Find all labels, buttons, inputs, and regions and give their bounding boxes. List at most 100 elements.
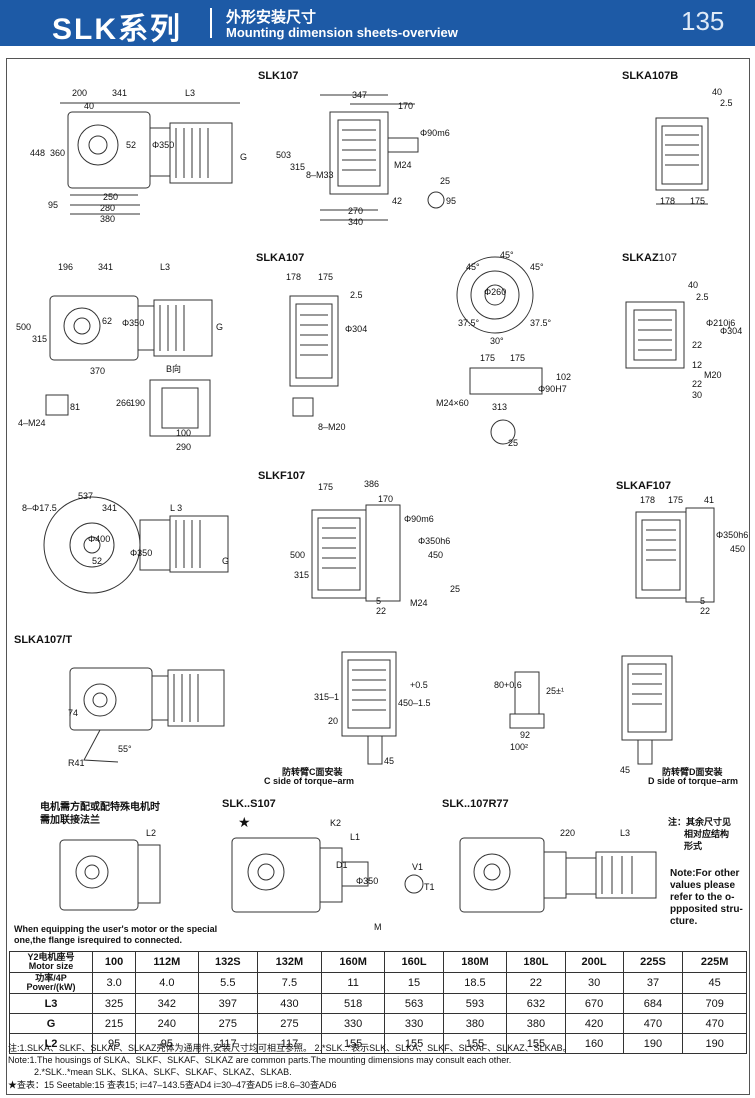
dim: 341: [112, 88, 128, 98]
dim: Φ350: [152, 140, 175, 150]
power-cell: 37: [622, 972, 684, 994]
dim: 315: [32, 334, 48, 344]
dim: 537: [78, 491, 94, 501]
dim: 175: [690, 196, 706, 206]
dim: 315: [294, 570, 310, 580]
header-en: Motor size: [28, 961, 74, 971]
dim: 448: [30, 148, 46, 158]
dim: L2: [146, 828, 157, 838]
dim: 175: [510, 353, 526, 363]
title-slkaf107: SLKAF107: [616, 480, 672, 492]
power-cell: 5.5: [197, 972, 259, 994]
table-cell: 342: [135, 993, 199, 1014]
dim: 102: [556, 372, 572, 382]
dim: 25±¹: [546, 686, 564, 696]
drawing-slk107r77: [459, 837, 657, 913]
drawing-slkaz107: [625, 301, 685, 369]
motor-size-cell: 180M: [442, 951, 508, 973]
drawing-d-side: [621, 655, 673, 765]
page-header: SLK系列 外形安装尺寸 Mounting dimension sheets-o…: [0, 0, 755, 46]
title-slk107: SLK107: [258, 70, 299, 82]
dim: 450–1.5: [398, 698, 431, 708]
drawing-slk107-side: [60, 102, 240, 215]
dim: 40: [84, 101, 95, 111]
dim: 5: [700, 596, 706, 606]
dim: 30°: [490, 336, 504, 346]
dim: 178: [640, 495, 656, 505]
dim: 45°: [530, 262, 544, 272]
note-other-en5: cture.: [670, 916, 698, 927]
dim: M24×60: [436, 398, 469, 408]
dim: 175: [668, 495, 684, 505]
dim: Φ350: [122, 318, 145, 328]
dim: 315: [290, 162, 306, 172]
drawing-slka107b: [655, 117, 709, 205]
dim: G: [240, 152, 248, 162]
label-c-side-en: C side of torque–arm: [264, 776, 355, 786]
header-title-cn: 外形安装尺寸: [226, 9, 317, 26]
motor-size-cell: 132S: [197, 951, 259, 973]
title-slkf107: SLKF107: [258, 470, 306, 482]
table-cell: 275: [197, 1013, 259, 1034]
drawing-slkaf107: [635, 507, 715, 603]
dim: Φ350h6: [418, 536, 451, 546]
technical-drawings: [43, 94, 715, 913]
note-other-en3: refer to the o-: [670, 892, 735, 903]
title-slka107: SLKA107: [256, 252, 305, 264]
dim: 370: [90, 366, 106, 376]
dim: 360: [50, 148, 66, 158]
table-cell: 470: [622, 1013, 684, 1034]
motor-flange-cn1: 电机需方配或配特殊电机时: [40, 802, 160, 813]
dim: 95: [446, 196, 457, 206]
dim: M20: [704, 370, 722, 380]
power-cell: 15: [384, 972, 444, 994]
label-c-side-cn: 防转臂C面安装: [282, 767, 343, 777]
dim: 450: [428, 550, 444, 560]
label-d-side-cn: 防转臂D面安装: [662, 767, 723, 777]
dim: 290: [176, 442, 192, 452]
dim: 80+0.6: [494, 680, 522, 690]
dim: 170: [378, 494, 394, 504]
page-number: 135: [681, 6, 725, 36]
dim: 52: [92, 556, 103, 566]
header-title-en: Mounting dimension sheets-overview: [226, 25, 458, 40]
dim: M: [374, 922, 382, 932]
dim: 22: [700, 606, 711, 616]
dim: 2.5: [720, 98, 733, 108]
note-other-cn3: 形式: [684, 841, 703, 851]
dim: 313: [492, 402, 508, 412]
dim: 74: [68, 708, 79, 718]
power-cell: 3.0: [91, 972, 137, 994]
power-cell: 18.5: [442, 972, 508, 994]
dim: L3: [160, 262, 171, 272]
dim: R41: [68, 758, 85, 768]
dim: 12: [692, 360, 703, 370]
dim: 270: [348, 206, 364, 216]
dim: 380: [100, 214, 116, 224]
table-cell: 380: [506, 1013, 566, 1034]
dim: V1: [412, 862, 424, 872]
dim: L3: [185, 88, 196, 98]
dim: 315–1: [314, 692, 340, 702]
dim: T1: [424, 882, 435, 892]
dim: 95: [48, 200, 59, 210]
row-label: L2: [9, 1033, 93, 1054]
motor-size-cell: 200L: [564, 951, 624, 973]
table-cell: 670: [564, 993, 624, 1014]
table-cell: 160: [564, 1033, 624, 1054]
power-cell: 45: [682, 972, 747, 994]
table-cell: 330: [384, 1013, 444, 1034]
dim: 2.5: [350, 290, 363, 300]
drawing-slkf107-front: [311, 504, 401, 602]
row-label: L3: [9, 993, 93, 1014]
dim: G: [222, 556, 230, 566]
table-cell: 155: [384, 1033, 444, 1054]
table-cell: 190: [622, 1033, 684, 1054]
dim: 450: [730, 544, 746, 554]
